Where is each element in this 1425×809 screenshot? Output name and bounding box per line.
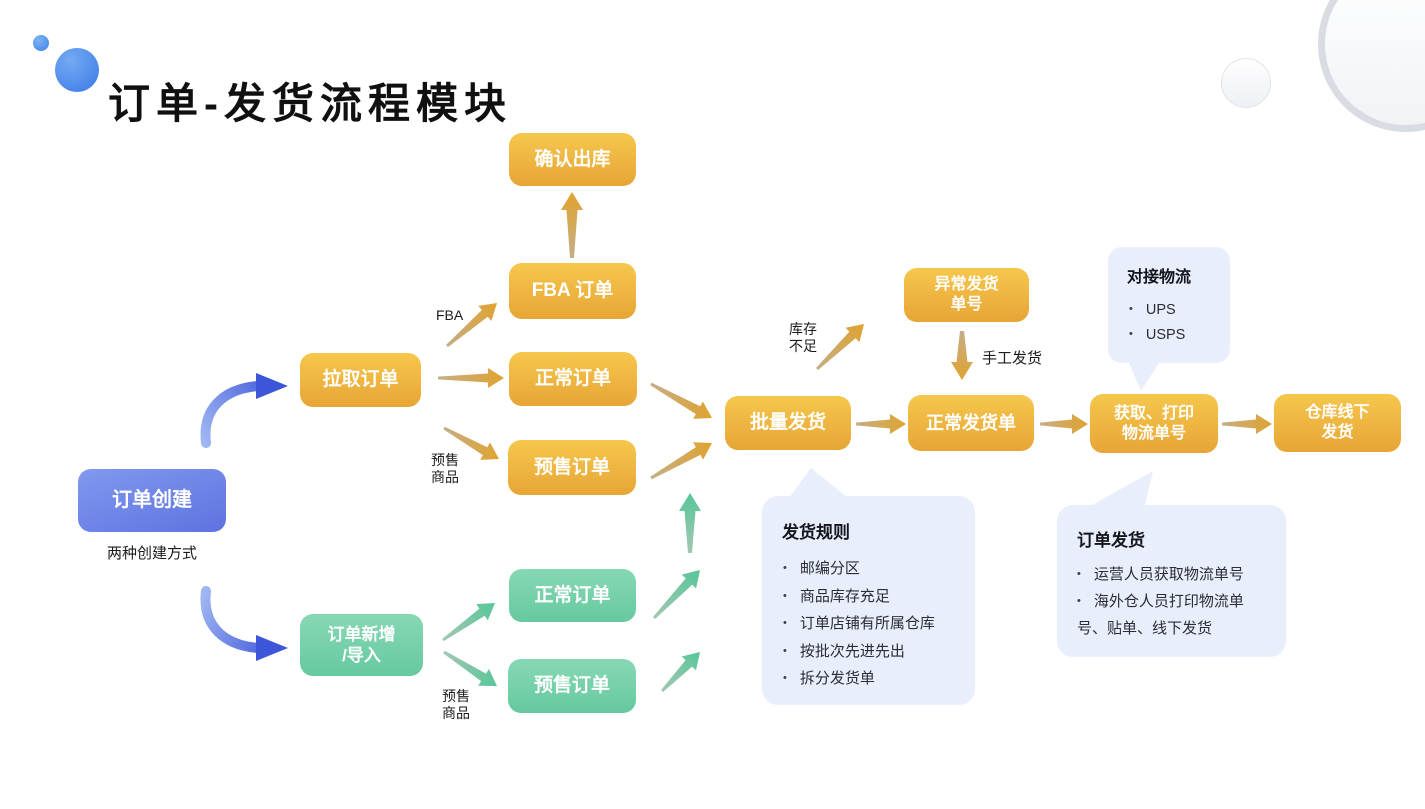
shipping-item: •运营人员获取物流单号 — [1077, 566, 1244, 583]
shipping-callout: 订单发货 •运营人员获取物流单号 •海外仓人员打印物流单号、贴单、线下发货 — [1057, 505, 1286, 657]
arrow-normal-g-to-batch — [653, 570, 700, 619]
label-fba: FBA — [436, 307, 464, 323]
arrow-pull-to-presale — [443, 426, 499, 460]
bullet-icon: • — [1129, 328, 1133, 340]
arrow-getprint-to-warehouse — [1222, 414, 1272, 434]
node-normal-ship-order: 正常发货单 — [908, 395, 1034, 451]
label-create-hint: 两种创建方式 — [106, 545, 197, 562]
node-presale-order-pull: 预售订单 — [508, 440, 636, 495]
node-pull-orders: 拉取订单 — [300, 353, 421, 407]
rules-item: •拆分发货单 — [783, 670, 875, 687]
logistics-callout-title: 对接物流 — [1127, 269, 1192, 286]
logistics-callout-tail — [1127, 358, 1162, 391]
shipping-callout-tail — [1085, 471, 1153, 509]
label-manual-ship: 手工发货 — [982, 350, 1043, 367]
arrow-presale-g-to-batch — [661, 652, 700, 692]
node-normal-order-pull: 正常订单 — [509, 352, 637, 406]
arrow-pull-to-normal — [438, 368, 504, 388]
arrow-create-to-add — [200, 586, 288, 661]
node-warehouse-offline: 仓库线下 发货 — [1274, 394, 1401, 452]
bullet-icon: • — [783, 672, 787, 684]
rules-item: •商品库存充足 — [783, 587, 890, 605]
rules-callout: 发货规则 •邮编分区 •商品库存充足 •订单店铺有所属仓库 •按批次先进先出 •… — [762, 496, 975, 705]
label-presale-goods-bottom: 预售 商品 — [442, 688, 470, 721]
rules-item: •订单店铺有所属仓库 — [783, 615, 935, 632]
logistics-callout: 对接物流 •UPS •USPS — [1108, 247, 1230, 363]
bullet-icon: • — [783, 562, 787, 574]
bullet-icon: • — [783, 589, 787, 602]
decorative-circle-small — [1221, 58, 1271, 108]
node-get-print-no: 获取、打印 物流单号 — [1090, 394, 1218, 453]
bullet-icon: • — [1077, 595, 1081, 607]
label-presale-goods-top: 预售 商品 — [431, 452, 459, 485]
shipping-callout-title: 订单发货 — [1077, 531, 1145, 550]
arrow-normal-y-to-batch — [650, 382, 712, 419]
bullet-icon: • — [1077, 568, 1081, 580]
arrow-pull-to-fba — [446, 303, 497, 348]
node-order-add-import: 订单新增 /导入 — [300, 614, 423, 676]
page-title: 订单-发货流程模块 — [108, 80, 512, 128]
title-dot-large-icon — [55, 48, 99, 92]
arrow-create-to-pull — [200, 373, 288, 448]
arrow-batch-to-abnormal — [816, 324, 864, 370]
label-stock-short: 库存 不足 — [789, 321, 817, 354]
node-normal-order-add: 正常订单 — [509, 569, 636, 622]
title-dot-small-icon — [33, 35, 49, 51]
arrow-presale-y-to-batch — [650, 442, 712, 480]
arrow-normalship-to-getprint — [1040, 414, 1088, 434]
rules-callout-title: 发货规则 — [782, 523, 850, 542]
node-fba-order: FBA 订单 — [509, 263, 636, 319]
bullet-icon: • — [1129, 303, 1133, 315]
node-batch-ship: 批量发货 — [725, 396, 851, 450]
bullet-icon: • — [783, 617, 787, 629]
logistics-item: •USPS — [1129, 327, 1186, 343]
rules-item: •邮编分区 — [783, 560, 860, 577]
arrow-batch-to-normalship — [856, 414, 906, 434]
rules-callout-tail — [786, 468, 853, 502]
arrow-add-to-presale — [443, 650, 497, 686]
logistics-item: •UPS — [1129, 302, 1176, 318]
rules-item: •按批次先进先出 — [783, 642, 905, 660]
node-order-create: 订单创建 — [78, 469, 226, 532]
node-confirm-outbound: 确认出库 — [509, 133, 636, 186]
arrow-fba-to-confirm — [561, 192, 583, 258]
node-abnormal-ship-no: 异常发货 单号 — [904, 268, 1029, 322]
shipping-item: •海外仓人员打印物流单号、贴单、线下发货 — [1077, 593, 1244, 637]
node-presale-order-add: 预售订单 — [508, 659, 636, 713]
bullet-icon: • — [783, 644, 787, 657]
arrow-abnormal-to-normalship — [951, 331, 973, 380]
arrow-add-to-normal — [442, 603, 495, 642]
arrow-up-to-batch — [679, 493, 701, 553]
